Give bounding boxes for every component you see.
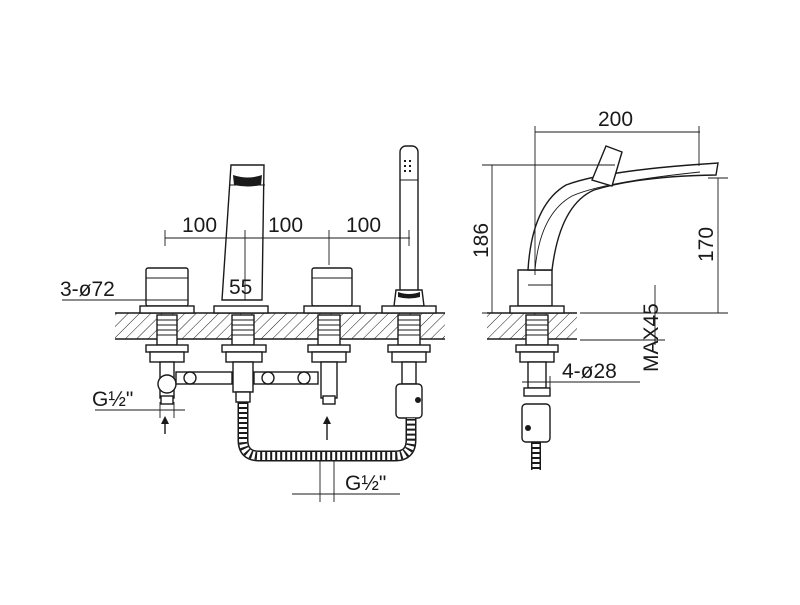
side-view: 200 186 170 MAX45 4-ø28 (470, 108, 728, 470)
dim-inlet-left: G½" (92, 388, 133, 411)
hand-shower (381, 145, 437, 314)
handle-left (139, 267, 195, 314)
dimension-lines-front (62, 230, 410, 502)
dim-spout-width: 55 (229, 276, 252, 299)
spout-side (509, 145, 719, 314)
front-view: 100 100 100 3-ø72 55 G½" G½" (60, 145, 445, 502)
dim-hole-count-dia: 3-ø72 (60, 278, 115, 301)
dim-max-deck: MAX45 (640, 303, 663, 372)
handle-right (303, 267, 361, 314)
dim-spout-reach: 200 (598, 108, 633, 131)
dim-inlet-bottom: G½" (345, 472, 386, 495)
shank-3 (307, 314, 351, 405)
braided-hose (237, 402, 417, 462)
dimension-lines-side (482, 126, 728, 390)
dim-outlet-height: 170 (695, 227, 718, 262)
dim-spacing-3: 100 (346, 214, 381, 237)
side-shank (515, 314, 559, 470)
dim-hole-dia: 4-ø28 (562, 360, 617, 383)
connecting-pipes (175, 371, 319, 385)
dim-spacing-2: 100 (268, 214, 303, 237)
dim-spacing-1: 100 (182, 214, 217, 237)
shank-4 (387, 314, 431, 419)
dim-spout-height: 186 (470, 223, 493, 258)
shank-1 (145, 314, 189, 405)
shank-2 (221, 314, 267, 403)
